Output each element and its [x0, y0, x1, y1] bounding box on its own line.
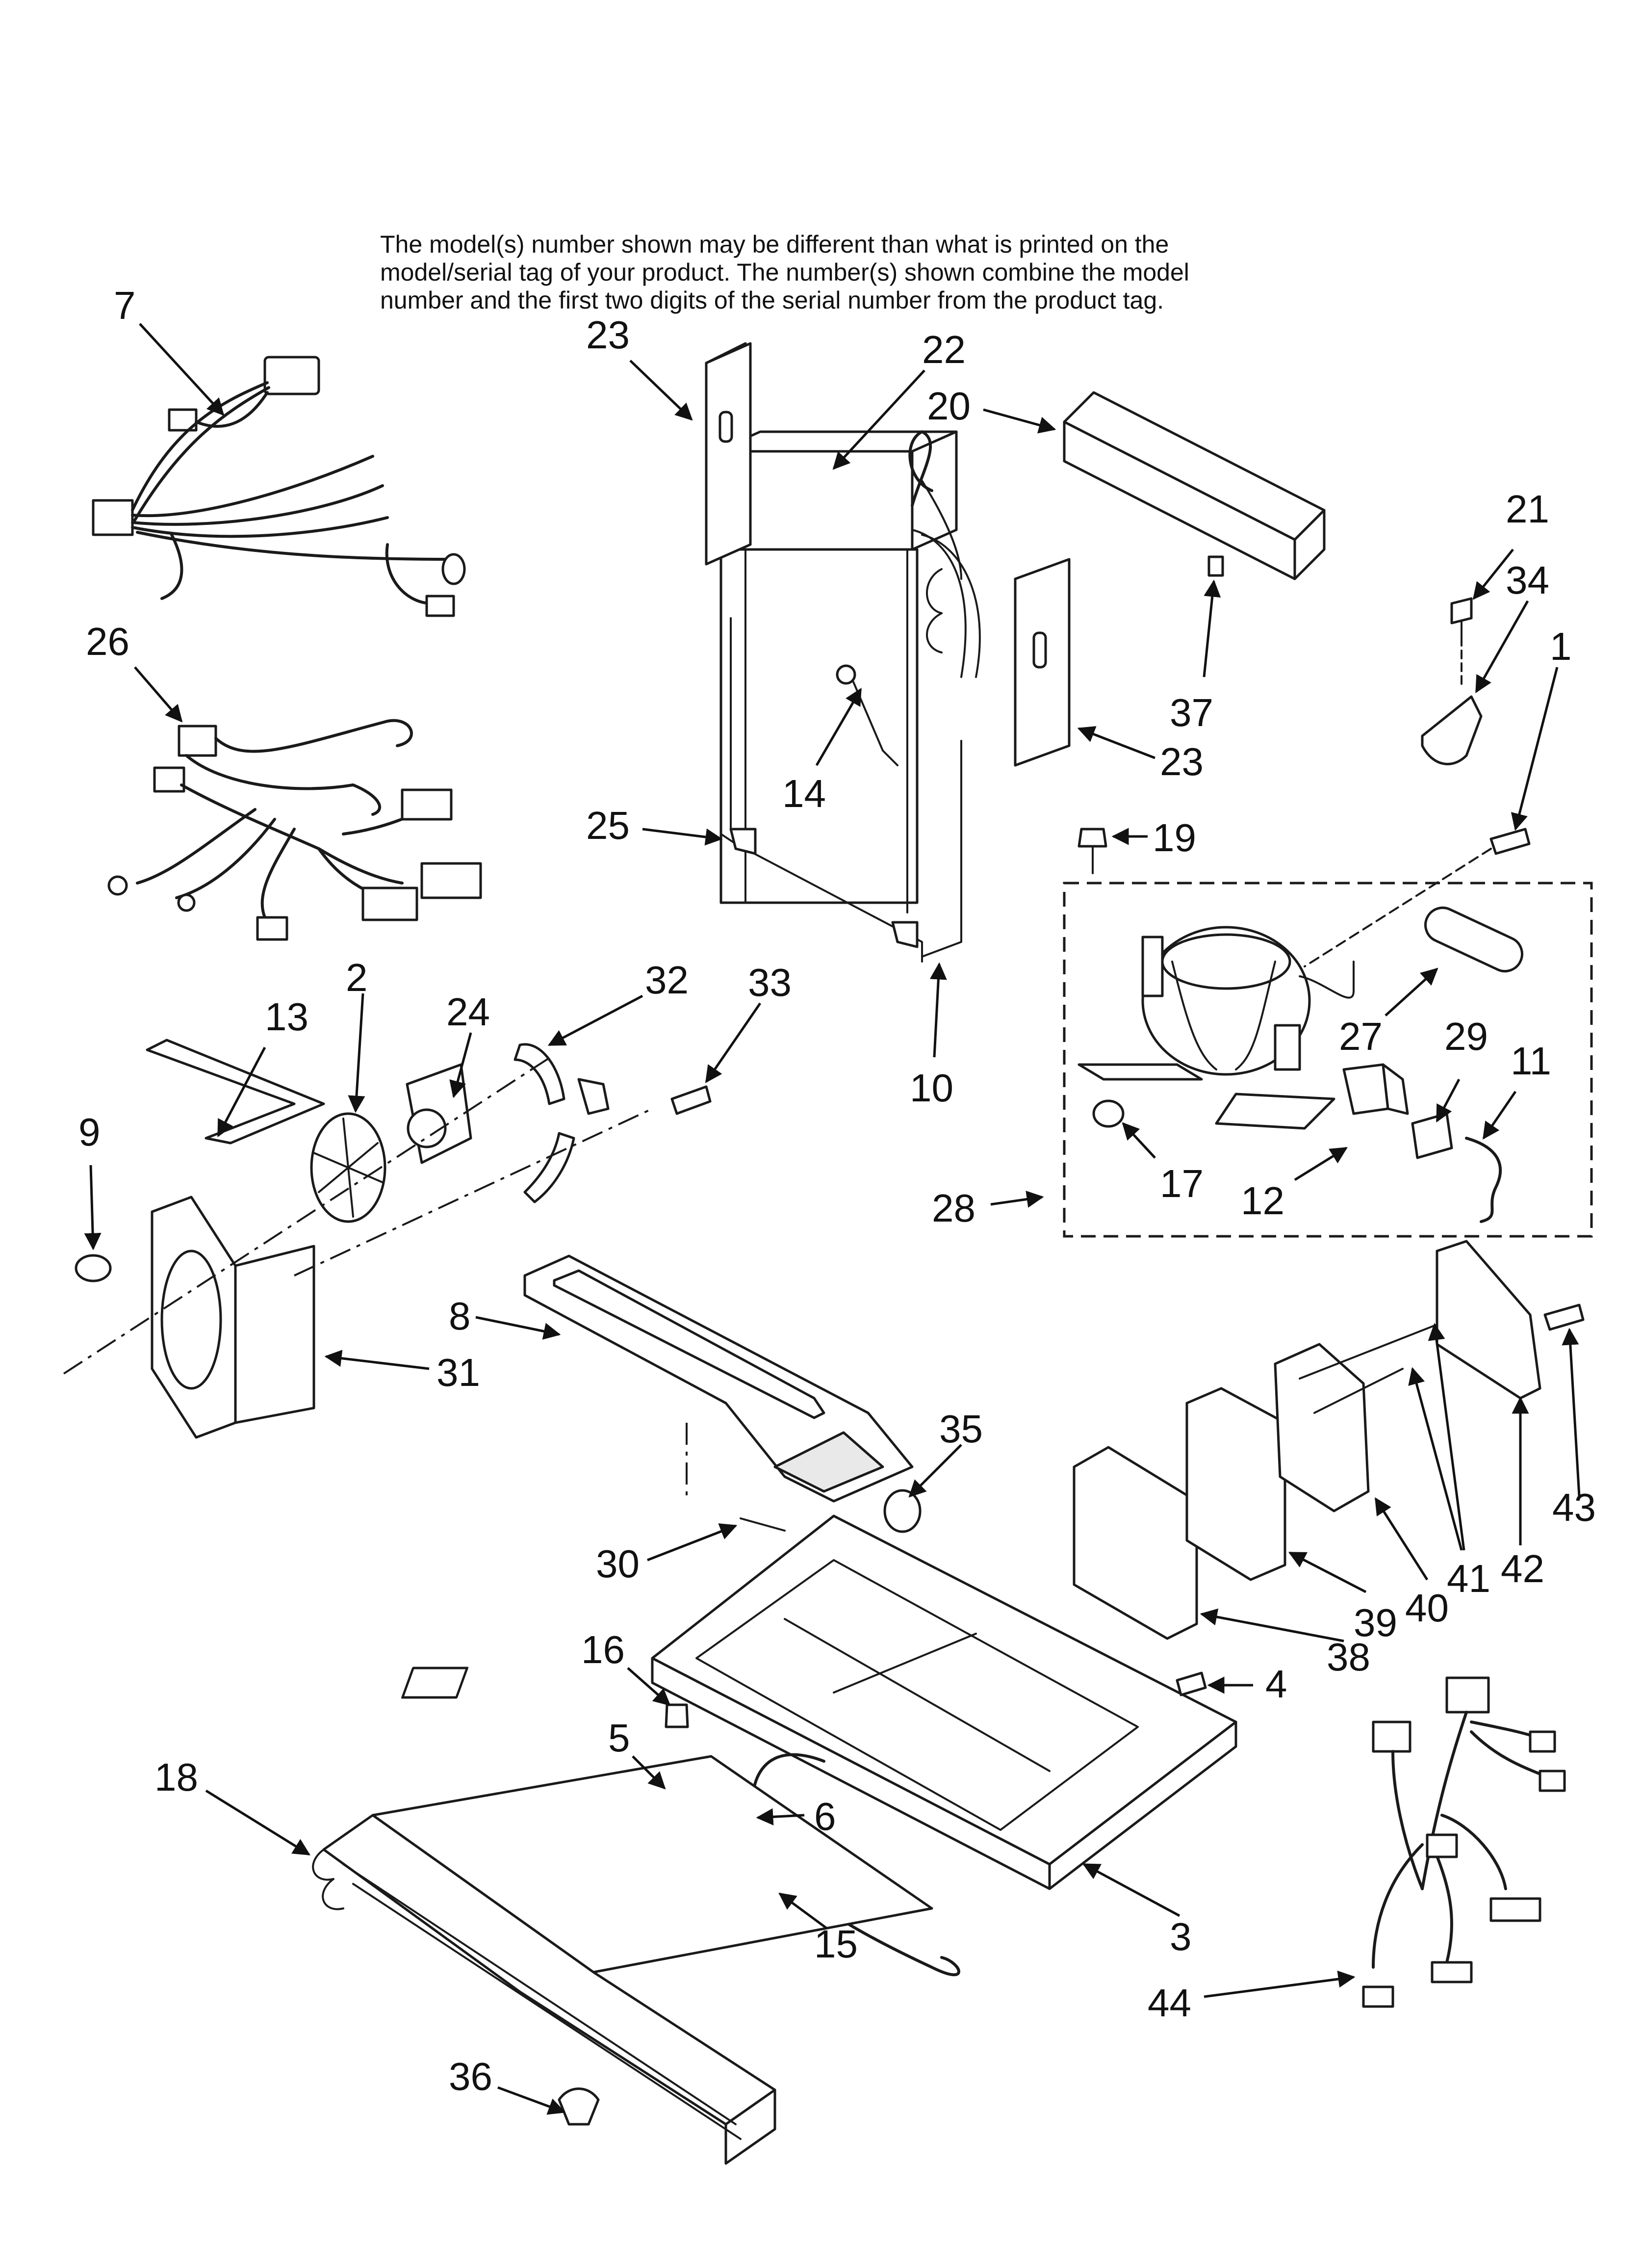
- callout-2: 2: [346, 956, 368, 999]
- part-4-screw: [1176, 1671, 1207, 1696]
- note-line-2: model/serial tag of your product. The nu…: [380, 259, 1189, 286]
- callout-14: 14: [782, 772, 826, 815]
- part-27-drier: [1424, 906, 1523, 973]
- callout-21: 21: [1506, 487, 1549, 531]
- part-25-heater-rod: [720, 617, 923, 963]
- model-number-note: The model(s) number shown may be differe…: [380, 231, 1189, 314]
- part-2-fan-blade: [310, 1112, 386, 1223]
- part-18-condenser: [312, 1755, 933, 2165]
- part-14-thermistor: [836, 664, 898, 766]
- part-24-fan-motor: [406, 1063, 472, 1164]
- callout-24: 24: [446, 990, 490, 1034]
- part-26-wire-harness: [107, 719, 482, 941]
- part-42-cover: [1436, 1240, 1541, 1400]
- part-19-screw: [1078, 828, 1107, 874]
- part-23-bracket-left: [705, 342, 752, 566]
- callout-6: 6: [814, 1795, 836, 1838]
- callout-34: 34: [1506, 558, 1549, 602]
- callout-33: 33: [748, 961, 792, 1004]
- part-43-screw: [1543, 1303, 1585, 1331]
- part-7-wire-harness: [92, 356, 466, 617]
- callout-29: 29: [1444, 1015, 1488, 1058]
- callout-22: 22: [922, 328, 966, 371]
- callout-1: 1: [1550, 625, 1572, 668]
- callout-35: 35: [939, 1407, 983, 1451]
- callout-23b: 23: [1160, 740, 1204, 783]
- note-line-1: The model(s) number shown may be differe…: [380, 231, 1169, 258]
- part-23-bracket-right: [1014, 558, 1071, 767]
- callout-10: 10: [910, 1066, 953, 1110]
- part-44-wire-harness: [1362, 1676, 1566, 2008]
- part-39-control-board: [1185, 1387, 1286, 1581]
- part-17-grommet: [1092, 1099, 1125, 1128]
- callout-41: 41: [1447, 1557, 1490, 1600]
- callout-19: 19: [1153, 816, 1196, 860]
- callout-labels: 7 23 22 20 21 34 1 37 23 26 14 25 19 27 …: [78, 284, 1596, 2098]
- callout-36: 36: [449, 2055, 492, 2098]
- part-10-heater-rod: [891, 740, 962, 958]
- part-34-bracket: [1421, 695, 1483, 765]
- callout-8: 8: [449, 1294, 471, 1338]
- callout-30: 30: [596, 1542, 640, 1586]
- part-32-grommet: [513, 1043, 610, 1203]
- callout-39: 39: [1354, 1601, 1397, 1644]
- callout-9: 9: [78, 1110, 101, 1154]
- part-33-screw: [670, 1085, 712, 1115]
- part-28-compressor-assembly-box: [1063, 882, 1593, 1238]
- part-21-screw: [1450, 597, 1473, 688]
- callout-37: 37: [1170, 691, 1213, 734]
- callout-38: 38: [1327, 1635, 1370, 1679]
- callout-27: 27: [1339, 1015, 1383, 1058]
- callout-7: 7: [114, 284, 136, 327]
- callout-44: 44: [1148, 1981, 1191, 2025]
- part-31-fan-shroud: [151, 1196, 315, 1439]
- note-line-3: number and the first two digits of the s…: [380, 287, 1164, 314]
- callout-23a: 23: [586, 313, 630, 357]
- callout-16: 16: [581, 1628, 625, 1671]
- part-8-drain-pan: [523, 1254, 914, 1503]
- part-11-wire: [1465, 1137, 1502, 1223]
- callout-4: 4: [1265, 1662, 1287, 1706]
- callout-18: 18: [154, 1755, 198, 1799]
- part-40-bracket: [1274, 1343, 1370, 1512]
- part-35-grommet: [883, 1489, 922, 1533]
- callout-28: 28: [932, 1186, 975, 1230]
- callout-17: 17: [1160, 1162, 1204, 1205]
- part-29-overload-cover: [1411, 1112, 1453, 1159]
- part-12-relay: [1342, 1063, 1409, 1115]
- callout-42: 42: [1501, 1547, 1544, 1590]
- callout-11: 11: [1511, 1039, 1551, 1083]
- callout-31: 31: [436, 1351, 480, 1394]
- part-16-screw: [665, 1703, 689, 1728]
- fan-axis-line-2: [294, 1108, 653, 1277]
- part-20-drain-trough: [1063, 391, 1326, 580]
- callout-12: 12: [1241, 1179, 1284, 1223]
- part-38-control-housing: [1073, 1446, 1198, 1640]
- callout-15: 15: [814, 1922, 858, 1966]
- callout-5: 5: [608, 1716, 630, 1760]
- fan-axis-line: [63, 1054, 555, 1375]
- part-3-base: [401, 1514, 1237, 1890]
- callout-43: 43: [1552, 1486, 1596, 1529]
- part-1-screw: [1304, 828, 1531, 967]
- part-30-pin: [740, 1517, 786, 1532]
- part-37-clip: [1207, 555, 1224, 577]
- callout-3: 3: [1170, 1915, 1192, 1958]
- callout-13: 13: [265, 995, 308, 1039]
- part-13-seal: [146, 1039, 325, 1145]
- callout-40: 40: [1405, 1586, 1449, 1630]
- callout-26: 26: [86, 620, 129, 663]
- part-41-screws: [1299, 1324, 1438, 1414]
- callout-25: 25: [586, 804, 630, 847]
- part-28-compressor: [1078, 926, 1355, 1130]
- part-36-clip: [558, 2087, 600, 2126]
- part-9-plug: [75, 1254, 112, 1282]
- leader-lines: [84, 323, 1581, 2115]
- callout-32: 32: [645, 958, 689, 1002]
- callout-20: 20: [927, 384, 971, 428]
